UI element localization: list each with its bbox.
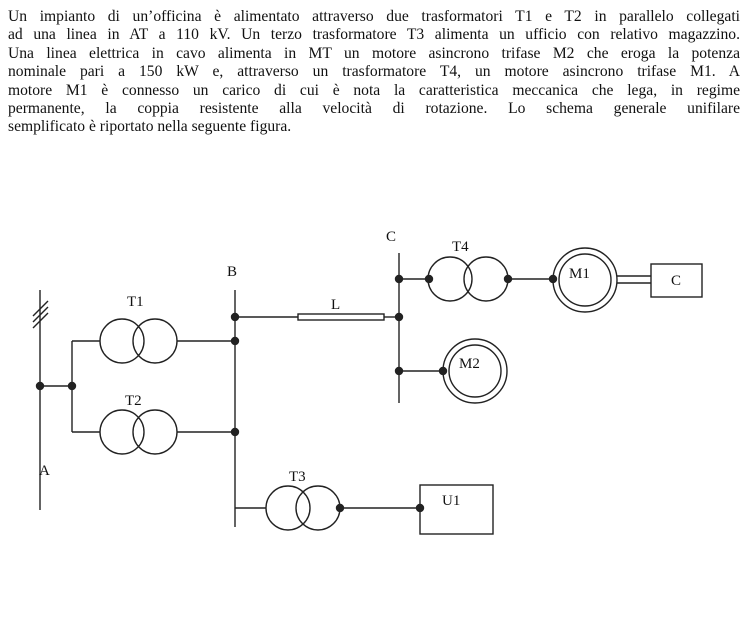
label-m1: M1 — [569, 266, 590, 282]
motor-m1: M1 — [548, 247, 651, 313]
transformer-t4: T4 — [399, 239, 553, 302]
label-bus-c: C — [386, 229, 396, 245]
problem-text: Un impianto di un’officina è alimentato … — [8, 8, 740, 137]
label-load: C — [671, 273, 681, 289]
transformer-t1: T1 — [99, 294, 235, 364]
text-line: Un impianto di un’officina è alimentato … — [8, 8, 740, 25]
label-bus-b: B — [227, 264, 237, 280]
label-t4: T4 — [452, 239, 469, 255]
label-bus-a: A — [39, 463, 50, 479]
transformer-t3: T3 — [235, 469, 420, 531]
label-t2: T2 — [125, 393, 142, 409]
text-line: Una linea elettrica in cavo alimenta in … — [8, 44, 740, 62]
text-line: permanente, la coppia resistente alla ve… — [8, 100, 740, 118]
bus-b: B — [227, 264, 237, 527]
office-load-u1: U1 — [415, 484, 494, 535]
bus-a: A — [32, 290, 50, 510]
node-dot — [35, 381, 45, 391]
node-dot — [67, 381, 77, 391]
cable-line-l: L — [235, 297, 399, 321]
label-u1: U1 — [442, 493, 460, 509]
label-t1: T1 — [127, 294, 144, 310]
text-line: semplificato è riportato nella seguente … — [8, 118, 292, 136]
label-m2: M2 — [459, 356, 480, 372]
transformer-t2: T2 — [99, 393, 235, 455]
label-t3: T3 — [289, 469, 306, 485]
text-line: ad una linea in AT a 110 kV. Un terzo tr… — [8, 26, 740, 44]
node-dot — [230, 427, 240, 437]
motor-m2: M2 — [399, 338, 508, 404]
node-dot — [230, 336, 240, 346]
text-line: motore M1 è connesso un carico di cui è … — [8, 81, 740, 99]
text-line: nominale pari a 150 kW e, attraverso un … — [8, 63, 740, 81]
node-dot — [394, 312, 404, 322]
label-line: L — [331, 297, 340, 313]
mechanical-load-c: C — [650, 263, 703, 298]
